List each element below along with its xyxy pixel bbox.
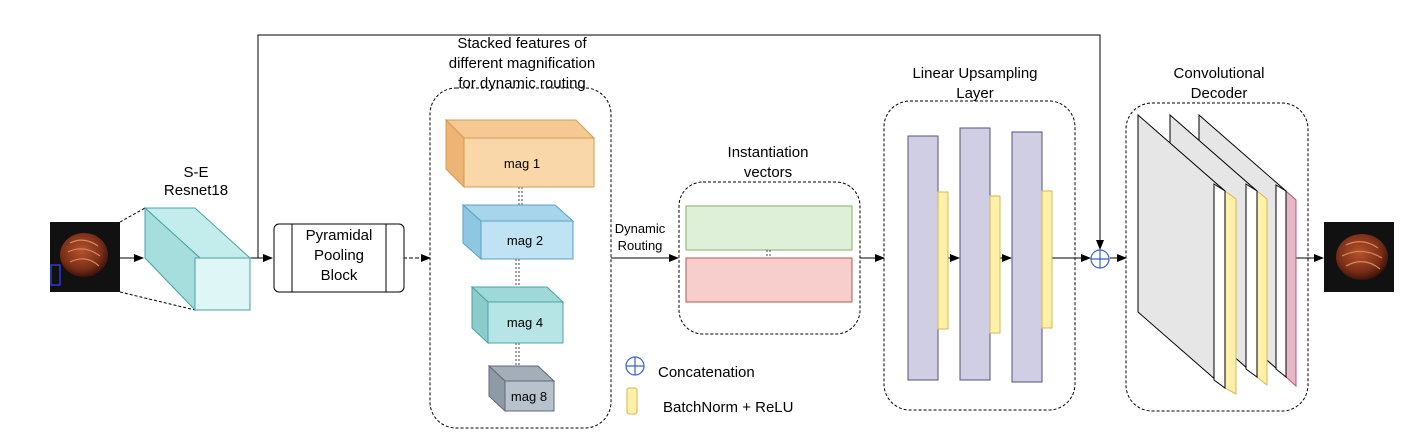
skip-connection [257,34,1104,258]
mag1-label: mag 1 [504,156,540,171]
vector-bottom [685,257,853,303]
instantiation-vectors-group: Instantiation vectors [678,144,861,335]
mag2-label: mag 2 [507,233,543,248]
legend-concat-icon [625,356,645,376]
decoder-label-1: Convolutional [1174,65,1265,82]
pyramidal-label-1: Pyramidal [306,227,373,244]
batchnorm-bar-3 [1041,190,1053,329]
legend-batchnorm-label: BatchNorm + ReLU [663,399,793,416]
upsample-bar-2 [959,127,991,381]
upsample-bar-1 [907,135,939,381]
stacked-label-1: Stacked features of [457,35,587,52]
legend-concat-label: Concatenation [658,364,755,381]
mag4-label: mag 4 [507,315,543,330]
pyramidal-pooling-block: Pyramidal Pooling Block [273,223,405,293]
convolutional-decoder-group: Convolutional Decoder [1125,65,1309,412]
stacked-label-3: for dynamic routing [458,75,586,92]
stacked-features-group: Stacked features of different magnificat… [429,35,612,429]
decoder-label-2: Decoder [1191,85,1248,102]
output-image-icon [1324,222,1394,292]
concat-icon [1090,249,1110,269]
mag8-label: mag 8 [511,389,547,404]
mag2-block: mag 2 [461,203,575,261]
stacked-label-2: different magnification [449,55,595,72]
vector-top [685,205,853,251]
upsampling-label-1: Linear Upsampling [912,65,1037,82]
batchnorm-bar-2 [989,195,1001,334]
se-label-1: S-E [183,164,208,181]
pyramidal-label-2: Pooling [314,247,364,264]
instantiation-label-2: vectors [744,164,792,181]
legend: Concatenation BatchNorm + ReLU [625,356,793,416]
se-label-2: Resnet18 [164,182,228,199]
batchnorm-bar-1 [937,191,949,330]
upsample-bar-3 [1011,131,1043,383]
linear-upsampling-group: Linear Upsampling Layer [883,65,1076,411]
dynamic-routing-label-1: Dynamic [615,221,666,236]
mag4-block: mag 4 [470,285,565,345]
mag1-block: mag 1 [444,118,596,189]
mag8-block: mag 8 [487,364,556,413]
dynamic-routing-label-2: Routing [618,238,663,253]
pyramidal-label-3: Block [321,267,358,284]
legend-batchnorm-icon [626,387,638,415]
se-resnet-block: S-E Resnet18 [119,164,252,312]
input-image-icon [50,222,120,292]
upsampling-label-2: Layer [956,85,994,102]
instantiation-label-1: Instantiation [728,144,809,161]
